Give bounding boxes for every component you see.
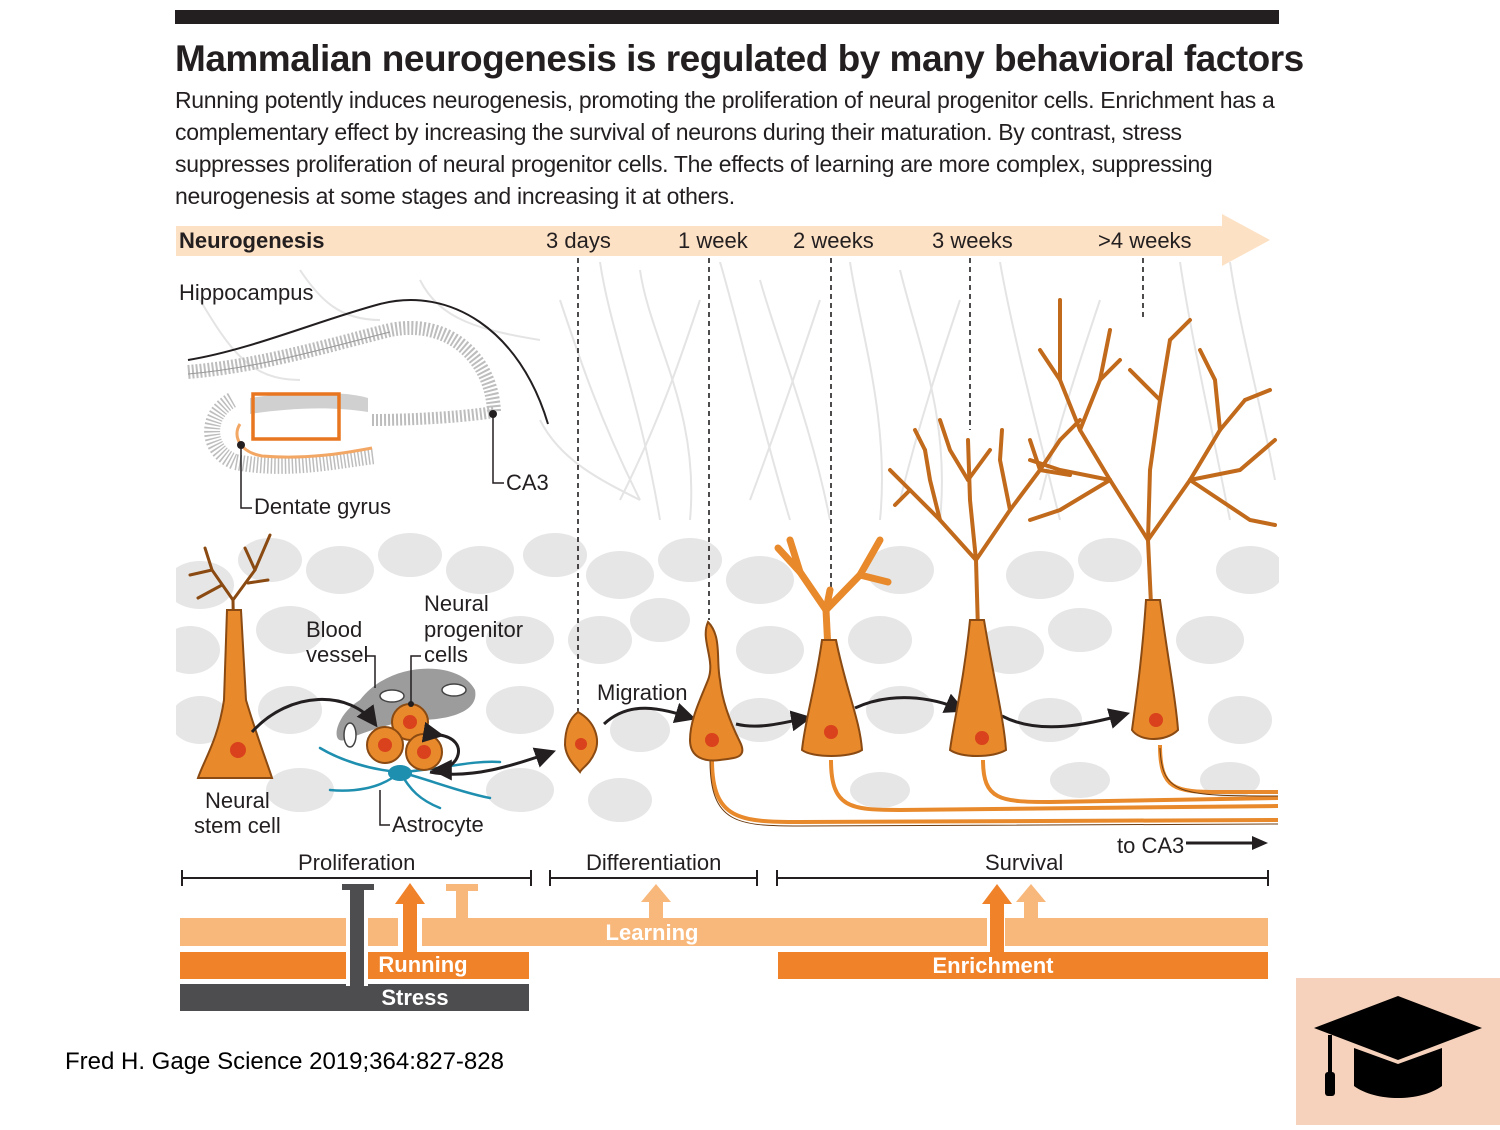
timeline-label: Neurogenesis bbox=[179, 228, 325, 253]
learning-bar bbox=[180, 918, 1268, 946]
axon-outlines bbox=[709, 747, 1279, 827]
neuron-3-days bbox=[563, 710, 598, 774]
hippocampus-label: Hippocampus bbox=[179, 280, 314, 305]
stem-cell-label-line1: Neural bbox=[205, 788, 270, 813]
migration-label: Migration bbox=[597, 680, 687, 705]
stress-bar bbox=[180, 984, 529, 1011]
hippocampus-inset: Hippocampus Dentate gyrus CA3 bbox=[179, 280, 549, 519]
enrichment-label: Enrichment bbox=[932, 953, 1054, 978]
enrichment-arrow bbox=[982, 884, 1012, 952]
figure-caption: Running potently induces neurogenesis, p… bbox=[175, 87, 1275, 209]
course-badge[interactable] bbox=[1296, 978, 1500, 1125]
axon-bundle bbox=[710, 744, 1279, 825]
graduation-cap-icon bbox=[1314, 996, 1482, 1098]
learning-arrow-differentiation bbox=[641, 884, 671, 918]
phase-differentiation: Differentiation bbox=[586, 850, 721, 875]
blood-vessel-label-line2: vessel bbox=[306, 642, 368, 667]
phase-proliferation: Proliferation bbox=[298, 850, 415, 875]
to-ca3-label: to CA3 bbox=[1117, 833, 1184, 858]
progenitor-label-line3: cells bbox=[424, 642, 468, 667]
top-rule bbox=[175, 10, 1279, 24]
timeline-band: Neurogenesis 3 days 1 week 2 weeks 3 wee… bbox=[176, 214, 1270, 266]
tick-1-week: 1 week bbox=[678, 228, 749, 253]
timeline-markers bbox=[577, 258, 1144, 712]
tick-4-weeks: >4 weeks bbox=[1098, 228, 1192, 253]
cell-layer bbox=[176, 533, 1279, 822]
zoom-box bbox=[251, 392, 341, 441]
stem-cell-label-line2: stem cell bbox=[194, 813, 281, 838]
learning-inhibit-line bbox=[456, 884, 468, 918]
tick-2-weeks: 2 weeks bbox=[793, 228, 874, 253]
figure-title: Mammalian neurogenesis is regulated by m… bbox=[175, 38, 1304, 79]
enrichment-bar bbox=[778, 952, 1268, 979]
phase-survival: Survival bbox=[985, 850, 1063, 875]
tick-3-days: 3 days bbox=[546, 228, 611, 253]
citation: Fred H. Gage Science 2019;364:827-828 bbox=[65, 1048, 504, 1075]
dentate-gyrus-label: Dentate gyrus bbox=[254, 494, 391, 519]
factor-bars: Learning Running Enrichment Stress bbox=[180, 882, 1268, 1011]
to-ca3-indicator: to CA3 bbox=[1117, 833, 1268, 858]
neuron-1-week bbox=[688, 620, 744, 762]
neuron-2-weeks bbox=[774, 536, 892, 757]
ca3-label: CA3 bbox=[506, 470, 549, 495]
phase-brackets: Proliferation Differentiation Survival bbox=[181, 850, 1269, 886]
running-label: Running bbox=[378, 952, 467, 977]
stress-inhibit-line bbox=[350, 884, 364, 986]
neuron-3-weeks bbox=[888, 418, 1082, 757]
astrocyte-label: Astrocyte bbox=[392, 812, 484, 837]
progenitor-label-line1: Neural bbox=[424, 591, 489, 616]
running-arrow bbox=[395, 883, 425, 952]
neuron-over-4-weeks bbox=[1028, 298, 1277, 740]
neural-stem-cell: Neural stem cell bbox=[188, 533, 281, 838]
learning-arrow-survival bbox=[1016, 884, 1046, 918]
stress-label: Stress bbox=[381, 985, 448, 1010]
tick-3-weeks: 3 weeks bbox=[932, 228, 1013, 253]
process-arrows bbox=[250, 693, 1131, 781]
progenitor-label-line2: progenitor bbox=[424, 617, 523, 642]
blood-vessel-label-line1: Blood bbox=[306, 617, 362, 642]
learning-label: Learning bbox=[606, 920, 699, 945]
